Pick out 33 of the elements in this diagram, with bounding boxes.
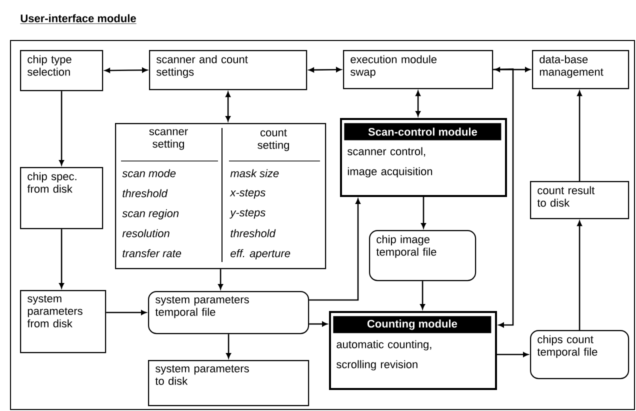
arrow <box>309 322 328 326</box>
arrow <box>59 229 64 288</box>
process-box: scanner and count settings <box>149 50 308 90</box>
file-box: chips count temporal file <box>530 330 630 380</box>
module-box: Scan-control module scanner control, image acquisition <box>340 118 507 197</box>
process-box: count result to disk <box>530 180 630 220</box>
arrow <box>309 198 360 301</box>
arrow <box>226 334 231 358</box>
file-box: system parameters temporal file <box>148 290 310 334</box>
process-box: chip type selection <box>20 50 104 92</box>
node-label: User-interface module <box>20 14 136 22</box>
process-box: data-base management <box>532 50 630 90</box>
arrow <box>577 220 582 330</box>
file-box: chip image temporal file <box>369 230 476 282</box>
arrow <box>421 197 426 228</box>
arrow <box>218 269 223 290</box>
arrow <box>494 67 530 72</box>
settings-table: scanner setting scan mode threshold scan region resolution transfer rate count setting mask size x-steps y-steps threshold eff. aperture <box>115 123 326 270</box>
arrow <box>416 90 420 116</box>
arrow <box>59 91 64 166</box>
process-box: chip spec. from disk <box>20 166 104 230</box>
arrow <box>493 68 514 328</box>
module-box: Counting module automatic counting, scrolling revision <box>329 310 497 390</box>
arrow <box>104 68 148 73</box>
arrow <box>497 352 528 357</box>
process-box: system parameters to disk <box>148 360 310 406</box>
arrow <box>420 281 425 310</box>
process-box: system parameters from disk <box>20 290 106 354</box>
process-box: execution module swap <box>343 50 494 90</box>
arrow <box>106 310 146 315</box>
arrow <box>226 92 230 122</box>
arrow <box>577 90 582 181</box>
arrow <box>308 67 342 72</box>
